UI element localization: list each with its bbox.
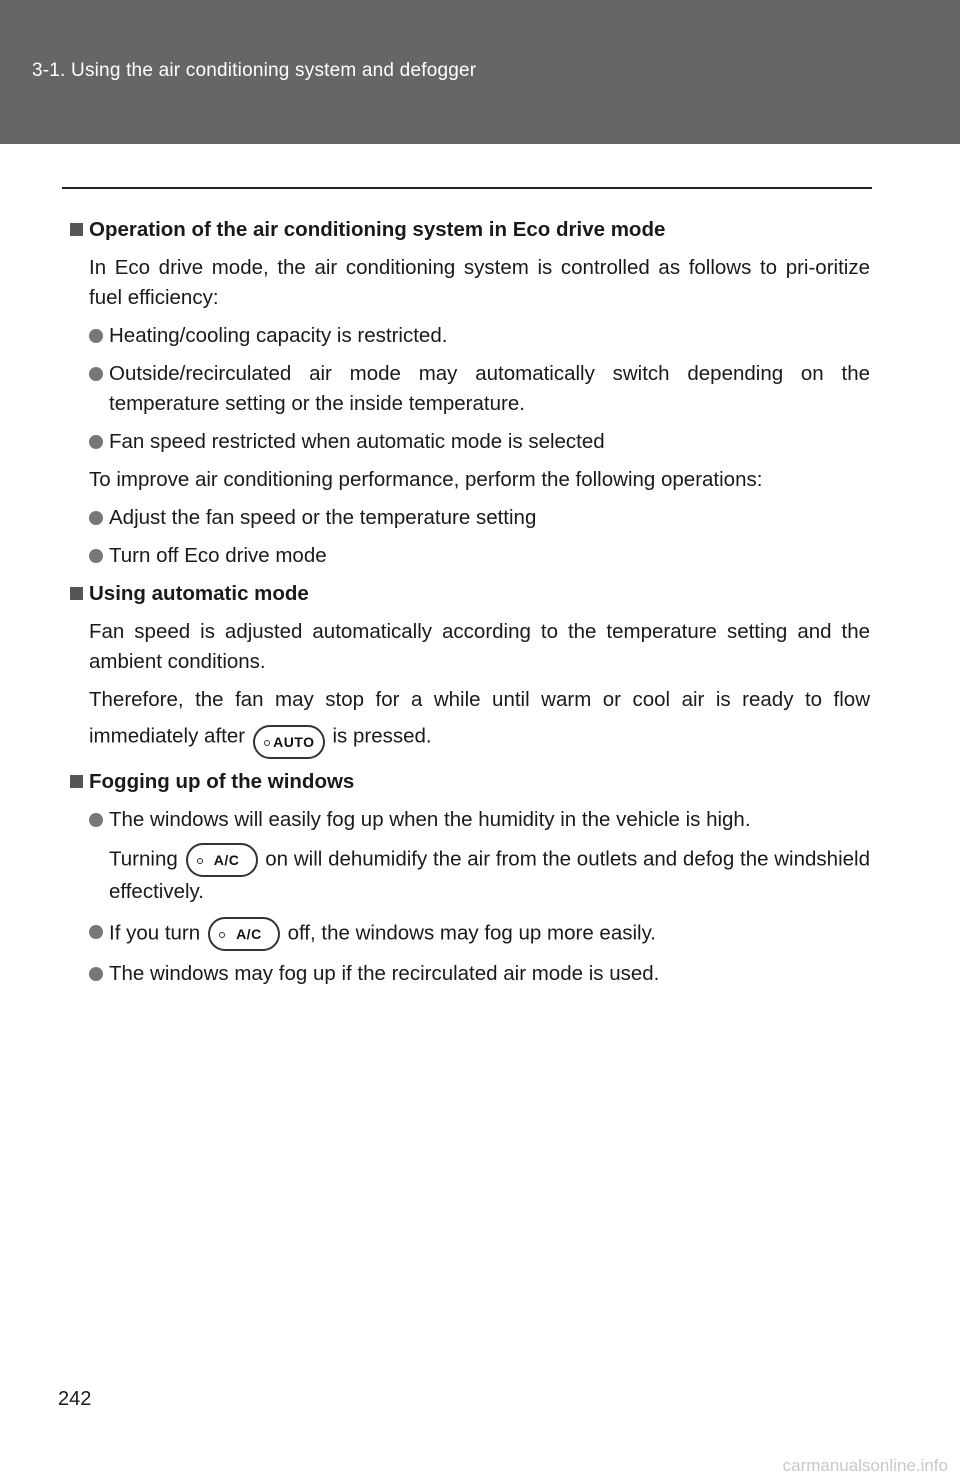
button-label: A/C (213, 852, 240, 868)
paragraph: Therefore, the fan may stop for a while … (89, 685, 870, 759)
list-item-text: The windows may fog up if the recirculat… (109, 962, 660, 985)
round-bullet-icon (89, 435, 103, 449)
round-bullet-icon (89, 813, 103, 827)
list-item-text: Turn off Eco drive mode (109, 544, 327, 567)
list-item-text: Adjust the fan speed or the temperature … (109, 506, 537, 529)
list-item: Fan speed restricted when automatic mode… (89, 427, 870, 457)
paragraph: To improve air conditioning performance,… (89, 468, 763, 491)
list-item: Heating/cooling capacity is restricted. (89, 321, 870, 351)
button-label: A/C (236, 926, 262, 942)
list-item: Adjust the fan speed or the temperature … (89, 503, 870, 533)
paragraph-text: is pressed. (332, 724, 432, 748)
section-title: 3-1. Using the air conditioning system a… (32, 60, 477, 81)
square-bullet-icon (70, 775, 83, 788)
list-item-text-part: off, the windows may fog up more easily. (287, 921, 656, 945)
heading-text: Using automatic mode (89, 582, 309, 605)
indicator-led-icon (196, 858, 203, 864)
section-heading: Operation of the air conditioning system… (70, 215, 870, 245)
square-bullet-icon (70, 587, 83, 600)
watermark: carmanualsonline.info (782, 1456, 948, 1475)
round-bullet-icon (89, 967, 103, 981)
heading-text: Fogging up of the windows (89, 770, 355, 793)
square-bullet-icon (70, 223, 83, 236)
paragraph: Fan speed is adjusted automatically acco… (89, 620, 870, 673)
round-bullet-icon (89, 329, 103, 343)
round-bullet-icon (89, 367, 103, 381)
paragraph: In Eco drive mode, the air conditioning … (89, 256, 870, 309)
page-content: Operation of the air conditioning system… (70, 215, 870, 997)
auto-button-icon: AUTO (252, 725, 325, 759)
section-fogging: Fogging up of the windows The windows wi… (70, 767, 870, 989)
section-heading: Fogging up of the windows (70, 767, 870, 797)
list-item-text: The windows will easily fog up when the … (109, 805, 870, 907)
indicator-led-icon (218, 932, 225, 938)
paragraph-text: Therefore, the fan may stop for a while … (89, 688, 870, 748)
list-item-text-part: If you turn (109, 921, 201, 945)
indicator-led-icon (263, 740, 270, 746)
list-item-text: Fan speed restricted when automatic mode… (109, 430, 605, 453)
list-item: Turn off Eco drive mode (89, 541, 870, 571)
list-item: The windows may fog up if the recirculat… (89, 959, 870, 989)
heading-text: Operation of the air conditioning system… (89, 218, 666, 241)
round-bullet-icon (89, 511, 103, 525)
list-item-text: Heating/cooling capacity is restricted. (109, 324, 448, 347)
page-number: 242 (58, 1388, 92, 1410)
round-bullet-icon (89, 925, 103, 939)
list-item-text-part: Turning (109, 847, 178, 871)
round-bullet-icon (89, 549, 103, 563)
button-label: AUTO (273, 734, 315, 750)
section-automatic-mode: Using automatic mode Fan speed is adjust… (70, 579, 870, 759)
ac-button-icon: A/C (207, 917, 280, 951)
list-item-text: If you turn A/C off, the windows may fog… (109, 917, 870, 951)
section-heading: Using automatic mode (70, 579, 870, 609)
page-header: 3-1. Using the air conditioning system a… (0, 0, 960, 144)
divider-rule (62, 187, 872, 189)
ac-button-icon: A/C (185, 843, 258, 877)
list-item: The windows will easily fog up when the … (89, 805, 870, 907)
list-item-text: Outside/recirculated air mode may automa… (109, 362, 870, 415)
list-item-text-part: on will dehumidify the air from the outl… (109, 847, 870, 903)
section-eco-drive: Operation of the air conditioning system… (70, 215, 870, 571)
list-item-text-part: The windows will easily fog up when the … (109, 808, 751, 831)
list-item: If you turn A/C off, the windows may fog… (89, 917, 870, 951)
list-item: Outside/recirculated air mode may automa… (89, 359, 870, 419)
